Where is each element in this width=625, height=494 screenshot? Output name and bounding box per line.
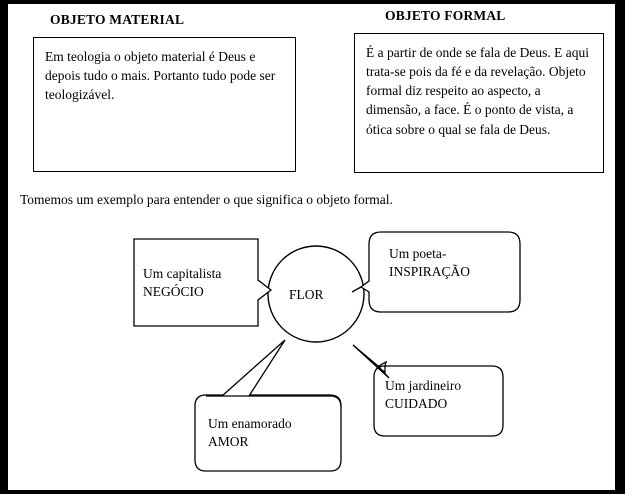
callout-enamorado-top-edge bbox=[249, 395, 342, 408]
callout-poeta-shape bbox=[359, 231, 521, 313]
callout-jardineiro-line1: Um jardineiro bbox=[385, 378, 462, 393]
callout-poeta-line2: INSPIRAÇÃO bbox=[389, 264, 471, 280]
flor-circle bbox=[267, 245, 365, 343]
page-frame-bottom-edge bbox=[0, 490, 625, 494]
callout-jardineiro-label: Um jardineiro CUIDADO bbox=[385, 377, 461, 413]
page-frame-top-edge bbox=[0, 0, 625, 4]
page-frame-right-edge bbox=[615, 0, 625, 494]
callout-capitalista-line2: NEGÓCIO bbox=[143, 284, 204, 300]
callout-poeta-label: Um poeta- INSPIRAÇÃO bbox=[389, 245, 470, 281]
intro-sentence: Tomemos um exemplo para entender o que s… bbox=[20, 192, 393, 207]
objeto-formal-heading: OBJETO FORMAL bbox=[385, 8, 506, 23]
callout-enamorado-label: Um enamorado AMOR bbox=[208, 415, 292, 451]
callout-poeta-line1: Um poeta- bbox=[389, 246, 447, 261]
callout-jardineiro-line2: CUIDADO bbox=[385, 396, 448, 412]
objeto-material-body: Em teologia o objeto material é Deus e d… bbox=[45, 49, 276, 103]
callout-poeta-tail bbox=[351, 286, 362, 293]
callout-jardineiro-shape bbox=[373, 360, 504, 437]
page-frame-left-edge bbox=[0, 0, 8, 494]
callout-enamorado-tail bbox=[220, 339, 286, 397]
objeto-formal-body: É a partir de onde se fala de Deus. E aq… bbox=[366, 45, 590, 137]
callout-capitalista-label: Um capitalista NEGÓCIO bbox=[143, 265, 221, 301]
callout-enamorado-line1: Um enamorado bbox=[208, 416, 292, 431]
callout-capitalista-shape bbox=[133, 238, 273, 327]
callout-capitalista-line1: Um capitalista bbox=[143, 266, 222, 281]
flor-circle-label: FLOR bbox=[289, 287, 324, 302]
objeto-material-box: Em teologia o objeto material é Deus e d… bbox=[33, 37, 296, 172]
callout-enamorado-line2: AMOR bbox=[208, 434, 249, 450]
objeto-material-heading: OBJETO MATERIAL bbox=[50, 12, 185, 27]
objeto-formal-box: É a partir de onde se fala de Deus. E aq… bbox=[354, 33, 604, 173]
callout-jardineiro-tail bbox=[352, 344, 390, 379]
